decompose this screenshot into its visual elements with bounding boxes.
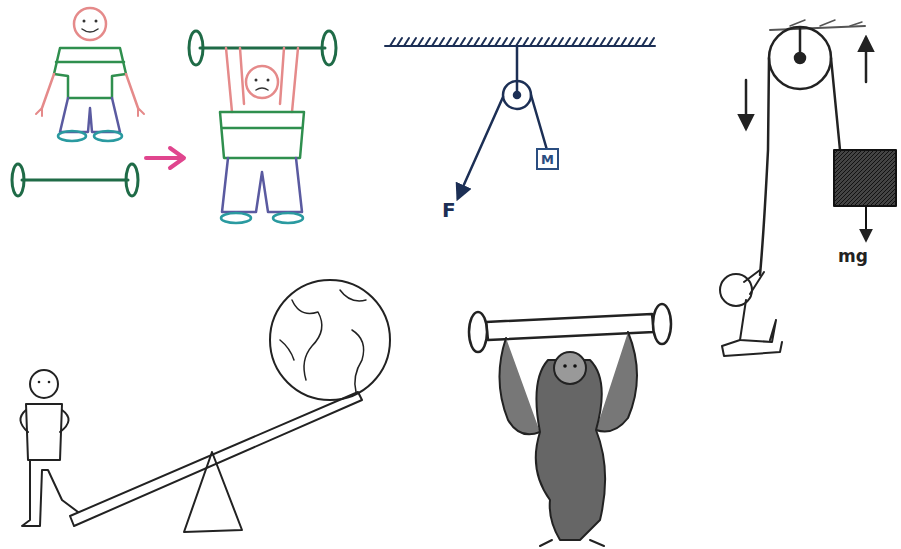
ceiling-hatch — [385, 38, 655, 46]
hanging-block — [834, 150, 896, 240]
earth-globe-part — [280, 290, 366, 392]
large-pulley-part — [795, 53, 805, 63]
seated-person-part — [722, 340, 782, 356]
pulley-part — [458, 97, 503, 198]
gorilla-part — [540, 540, 604, 546]
earth-globe — [270, 280, 390, 400]
lever-plank-part — [184, 452, 242, 532]
lifting-man-part — [189, 31, 203, 65]
pulley-part — [503, 81, 531, 109]
transition-arrow-part — [170, 148, 184, 168]
ceiling-plate-part — [790, 20, 862, 26]
small-man — [20, 370, 78, 526]
standing-man-part — [60, 98, 120, 132]
lifting-man-part — [267, 79, 270, 82]
transition-arrow-part — [146, 156, 180, 160]
ceiling-plate-part — [770, 26, 865, 30]
gorilla-part — [563, 364, 567, 368]
lifting-man-part — [221, 213, 251, 223]
gorilla-part — [554, 352, 586, 384]
lifting-man — [189, 31, 336, 223]
large-pulley-part — [769, 27, 831, 89]
gorilla-part — [536, 360, 605, 540]
lifting-man-part — [220, 112, 304, 158]
lifting-man-part — [256, 88, 268, 90]
pulley-part — [516, 46, 519, 92]
gorilla-barbell — [469, 304, 671, 352]
large-pulley-part — [799, 28, 802, 55]
lifting-man-part — [246, 66, 278, 98]
standing-man-part — [54, 48, 126, 98]
standing-man-part — [94, 131, 122, 141]
earth-globe-part — [270, 280, 390, 400]
lifting-man-part — [200, 47, 325, 50]
barbell-on-floor-part — [22, 179, 128, 182]
barbell-on-floor — [12, 164, 138, 196]
barbell-on-floor-part — [126, 164, 138, 196]
hanging-block-part — [865, 206, 867, 240]
lever-plank — [70, 392, 362, 532]
lifting-man-part — [240, 48, 284, 104]
mass-box: M — [536, 148, 559, 170]
lifting-man-part — [255, 79, 258, 82]
standing-man-part — [83, 20, 86, 23]
standing-man-part — [58, 131, 86, 141]
pulley-part — [531, 95, 547, 150]
small-man-part — [30, 370, 58, 398]
standing-man-part — [42, 74, 138, 108]
standing-man-part — [56, 61, 124, 64]
lever-plank-part — [70, 392, 362, 526]
seated-person-part — [740, 300, 776, 342]
large-pulley-part — [865, 38, 868, 82]
seated-person-part — [744, 270, 764, 294]
gorilla-part — [573, 364, 577, 368]
mass-label: M — [541, 153, 554, 166]
pulley-part — [514, 92, 520, 98]
large-pulley-part — [831, 58, 840, 150]
pulley — [458, 46, 547, 198]
large-pulley-part — [760, 58, 769, 275]
hanging-block-part — [834, 150, 896, 206]
force-label: F — [442, 198, 456, 222]
lifting-man-part — [322, 31, 336, 65]
barbell-on-floor-part — [12, 164, 24, 196]
lifting-man-part — [226, 48, 298, 112]
lifting-man-part — [273, 213, 303, 223]
lifting-man-part — [222, 158, 302, 212]
small-man-part — [20, 410, 68, 432]
weight-label: mg — [838, 246, 868, 266]
standing-man-part — [74, 8, 106, 40]
standing-man-part — [95, 20, 98, 23]
small-man-part — [22, 460, 78, 526]
small-man-part — [26, 404, 62, 460]
large-pulley-part — [745, 80, 748, 128]
small-man-part — [38, 381, 41, 384]
ceiling-hatch-part — [390, 38, 654, 46]
lifting-man-part — [222, 127, 302, 130]
ceiling-plate — [770, 20, 865, 30]
transition-arrow — [146, 148, 184, 168]
seated-person — [720, 270, 782, 356]
small-man-part — [48, 381, 51, 384]
standing-man-part — [82, 29, 98, 32]
gorilla-barbell-part — [469, 312, 487, 352]
gorilla — [499, 332, 637, 546]
standing-man — [36, 8, 144, 141]
gorilla-barbell-part — [653, 304, 671, 344]
